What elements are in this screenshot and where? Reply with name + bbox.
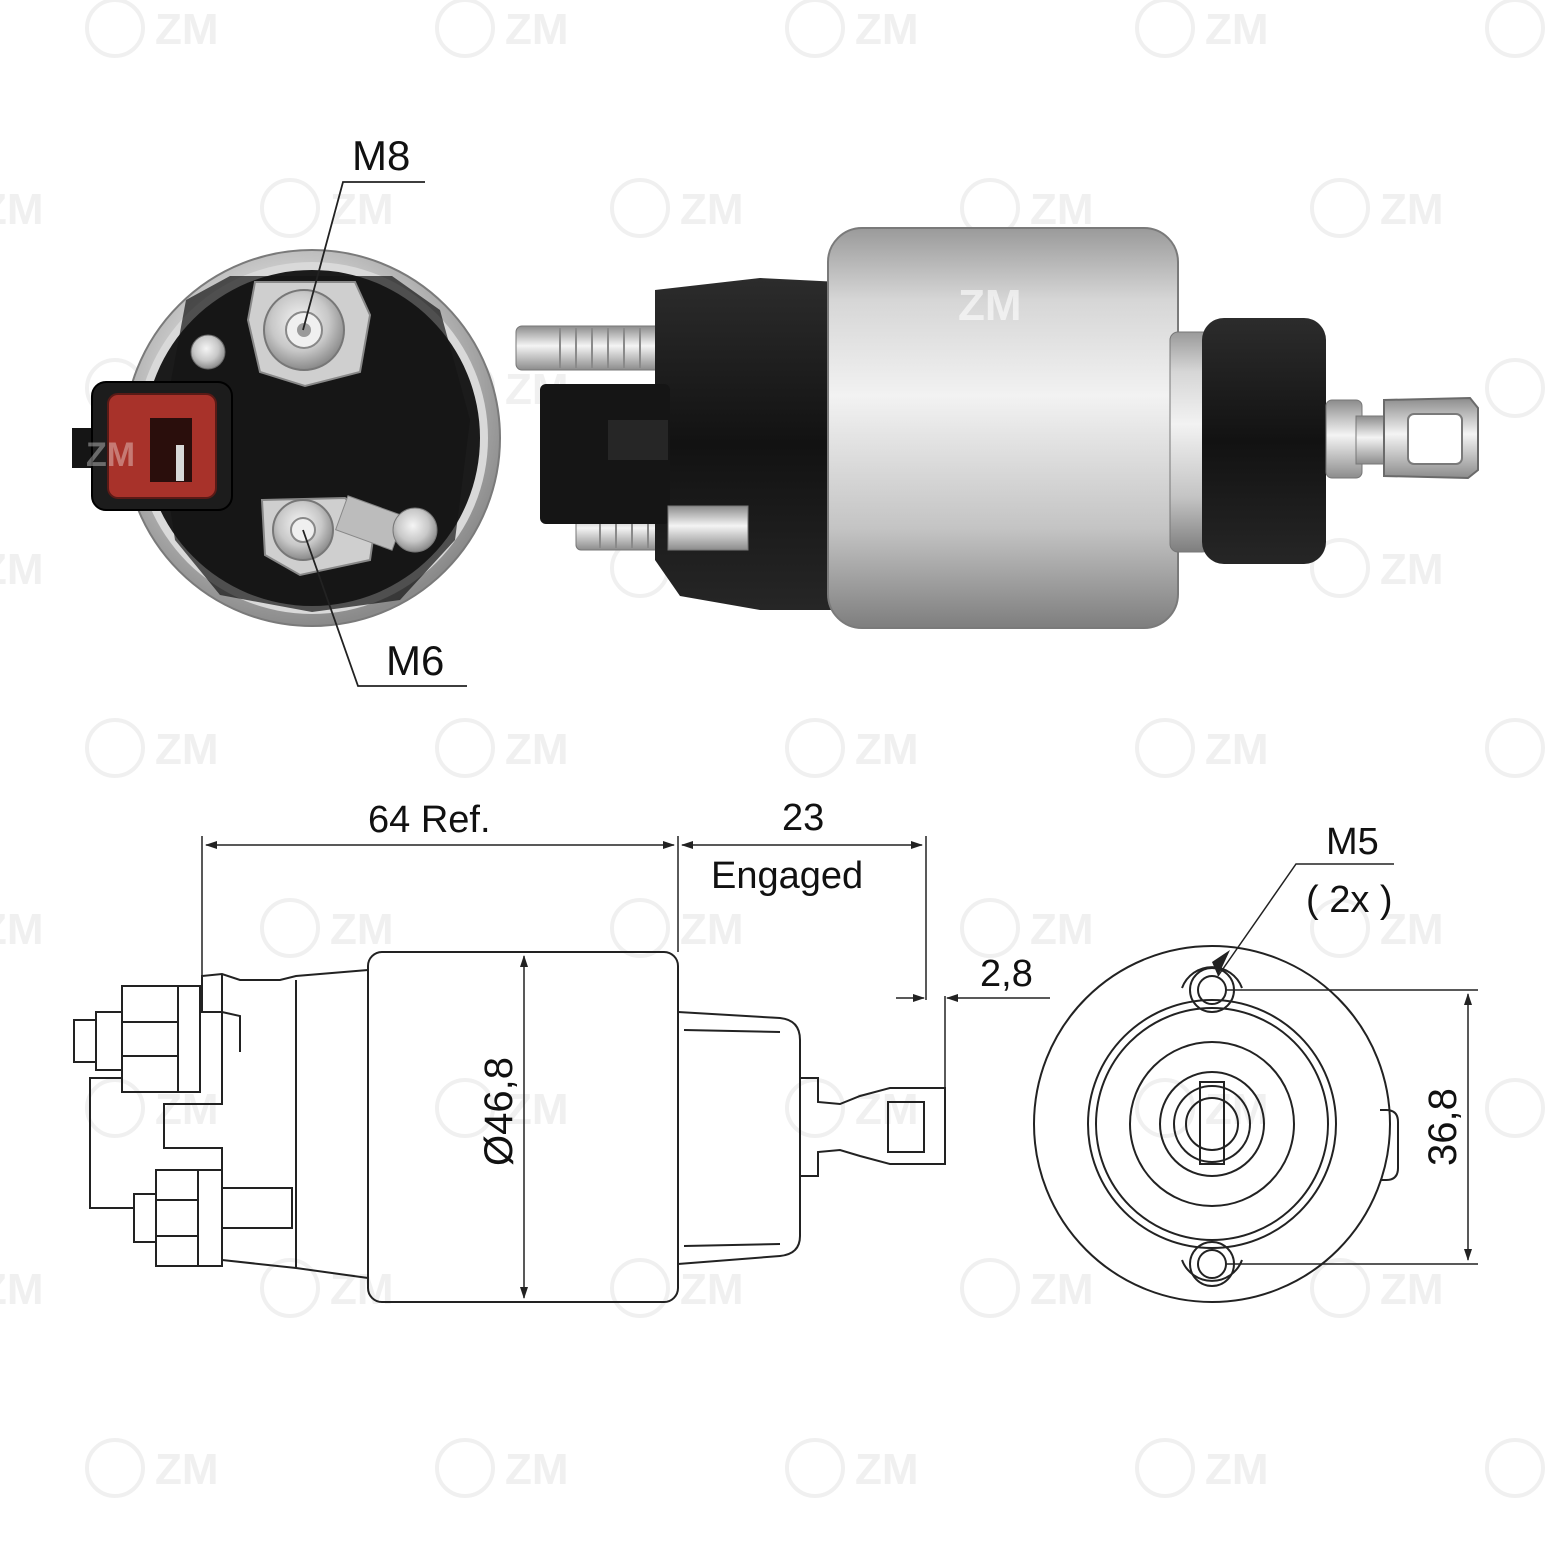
watermark-pattern: ZM ZM ZM ZM ZM ZM ZM ZM ZM ZM ZM ZM ZM ZM ZM ZM ZM ZM ZM ZM… <box>0 0 1545 1498</box>
watermark-mark: ZM <box>785 1438 919 1498</box>
gap-dimension: 2,8 <box>980 953 1033 995</box>
dimension-lines-end <box>1217 863 1478 1265</box>
watermark-mark: ZM <box>85 1078 219 1138</box>
watermark-mark: ZM <box>1135 0 1269 58</box>
svg-text:ZM: ZM <box>330 1265 394 1314</box>
stroke-dimension-value: 23 <box>782 797 824 839</box>
connector: ZM <box>72 381 233 511</box>
diameter-dimension: Ø46,8 <box>477 1057 521 1166</box>
watermark-mark: ZM <box>610 1258 744 1318</box>
body-logo-text: ZM <box>958 281 1022 330</box>
watermark-mark: ZM <box>785 718 919 778</box>
mount-count-label: ( 2x ) <box>1306 879 1393 921</box>
svg-text:ZM: ZM <box>155 1085 219 1134</box>
svg-text:ZM: ZM <box>855 5 919 54</box>
svg-text:ZM: ZM <box>155 5 219 54</box>
svg-text:ZM: ZM <box>330 905 394 954</box>
svg-text:ZM: ZM <box>1205 1085 1269 1134</box>
svg-text:ZM: ZM <box>505 5 569 54</box>
watermark-mark: ZM <box>1310 1258 1444 1318</box>
watermark-mark: ZM <box>610 898 744 958</box>
svg-text:ZM: ZM <box>0 1265 44 1314</box>
side-drawing <box>73 951 946 1303</box>
svg-text:ZM: ZM <box>680 905 744 954</box>
dimension-lines-side <box>201 836 1050 1299</box>
watermark-mark: ZM <box>435 1438 569 1498</box>
watermark-mark: ZM <box>0 545 44 594</box>
watermark-mark: ZM <box>435 0 569 58</box>
watermark-mark: ZM <box>960 1258 1094 1318</box>
m8-terminal <box>246 281 372 388</box>
svg-text:ZM: ZM <box>155 725 219 774</box>
svg-text:ZM: ZM <box>1205 725 1269 774</box>
watermark-mark: ZM <box>1485 718 1545 778</box>
svg-text:ZM: ZM <box>1030 905 1094 954</box>
mount-thread-label: M5 <box>1326 821 1379 863</box>
watermark-mark: ZM <box>435 1078 569 1138</box>
svg-text:ZM: ZM <box>505 1445 569 1494</box>
hole-spacing-dimension: 36,8 <box>1421 1088 1465 1166</box>
svg-text:ZM: ZM <box>0 905 44 954</box>
svg-text:ZM: ZM <box>1205 1445 1269 1494</box>
photo-leaders <box>302 181 467 687</box>
m6-label: M6 <box>386 637 444 684</box>
watermark-mark: ZM <box>785 1078 919 1138</box>
watermark-mark: ZM <box>435 718 569 778</box>
watermark-mark: ZM <box>1310 178 1444 238</box>
svg-text:ZM: ZM <box>0 545 44 594</box>
m6-terminal <box>260 495 438 577</box>
watermark-mark: ZM <box>1135 1438 1269 1498</box>
watermark-mark: ZM <box>260 178 394 238</box>
watermark-mark: ZM <box>1135 1078 1269 1138</box>
svg-text:ZM: ZM <box>1030 1265 1094 1314</box>
watermark-mark: ZM <box>785 0 919 58</box>
svg-text:ZM: ZM <box>1380 1265 1444 1314</box>
svg-text:ZM: ZM <box>505 1085 569 1134</box>
watermark-mark: ZM <box>85 0 219 58</box>
watermark-mark: ZM <box>0 905 44 954</box>
watermark-mark: ZM <box>85 1438 219 1498</box>
watermark-mark: ZM <box>1135 718 1269 778</box>
svg-text:ZM: ZM <box>1030 185 1094 234</box>
leader-arrowhead <box>1212 950 1230 976</box>
svg-text:ZM: ZM <box>1380 905 1444 954</box>
watermark-mark: ZM <box>960 898 1094 958</box>
svg-text:ZM: ZM <box>680 1265 744 1314</box>
watermark-mark: ZM <box>1485 1438 1545 1498</box>
stroke-dimension-label: Engaged <box>711 855 863 897</box>
svg-text:ZM: ZM <box>1205 5 1269 54</box>
watermark-mark: ZM <box>260 898 394 958</box>
watermark-mark: ZM <box>260 1258 394 1318</box>
watermark-mark: ZM <box>1485 1078 1545 1138</box>
svg-text:ZM: ZM <box>0 185 44 234</box>
length-dimension: 64 Ref. <box>368 799 491 841</box>
m8-label: M8 <box>352 132 410 179</box>
watermark-mark: ZM <box>610 178 744 238</box>
watermark-mark: ZM <box>1485 358 1545 418</box>
side-view-photo: ZM <box>515 227 1479 629</box>
watermark-mark: ZM <box>85 718 219 778</box>
watermark-mark: ZM <box>0 1265 44 1314</box>
watermark-mark: ZM <box>1310 538 1444 598</box>
svg-text:ZM: ZM <box>155 1445 219 1494</box>
connector-logo-text: ZM <box>86 436 135 474</box>
svg-text:ZM: ZM <box>680 185 744 234</box>
end-view-photo: ZM <box>72 249 501 627</box>
svg-text:ZM: ZM <box>855 1085 919 1134</box>
watermark-mark: ZM <box>1310 898 1444 958</box>
watermark-mark: ZM <box>0 185 44 234</box>
svg-text:ZM: ZM <box>505 725 569 774</box>
watermark-mark: ZM <box>1485 0 1545 58</box>
svg-text:ZM: ZM <box>1380 545 1444 594</box>
svg-text:ZM: ZM <box>855 1445 919 1494</box>
svg-text:ZM: ZM <box>855 725 919 774</box>
svg-text:ZM: ZM <box>1380 185 1444 234</box>
